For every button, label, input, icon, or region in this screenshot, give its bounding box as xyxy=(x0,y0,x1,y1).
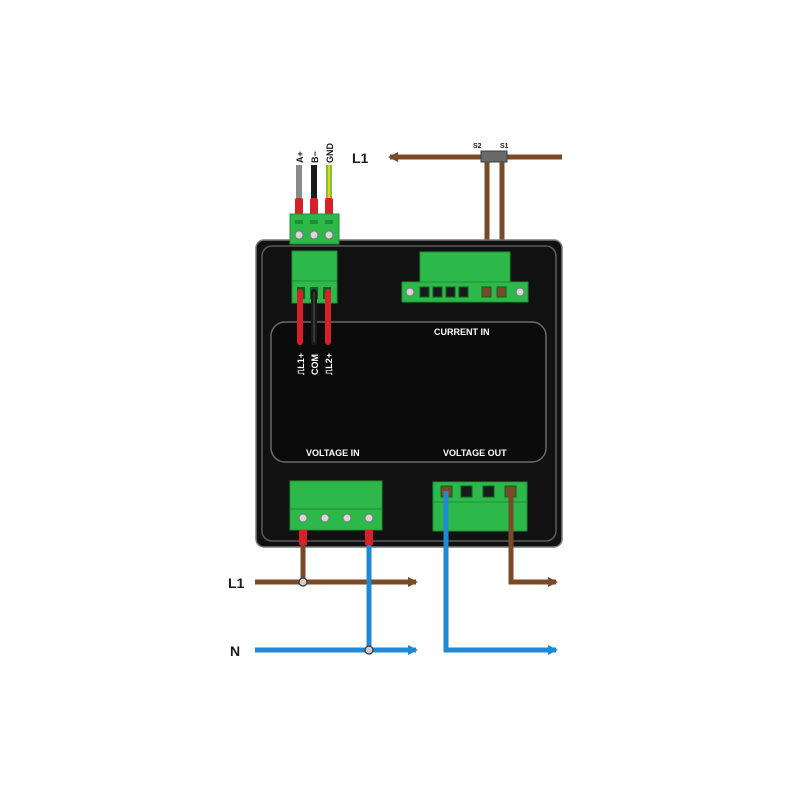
screw-icon xyxy=(324,230,334,240)
bottom-l1-label: L1 xyxy=(228,575,245,591)
voltage-out-label: VOLTAGE OUT xyxy=(443,448,507,458)
voltage-in-terminal xyxy=(289,480,383,531)
meter-bezel xyxy=(261,245,557,542)
b-minus-label: B− xyxy=(310,151,320,163)
screw-icon xyxy=(294,230,304,240)
current-slot-2 xyxy=(432,286,443,298)
screw-icon xyxy=(342,513,352,523)
top-l1-label: L1 xyxy=(352,150,369,166)
gnd-label: GND xyxy=(325,143,335,164)
screw-icon xyxy=(405,287,415,297)
a-plus-label: A+ xyxy=(295,151,305,163)
screw-icon xyxy=(309,230,319,240)
ferrule-gnd xyxy=(325,198,333,216)
comm-plug-slot-2 xyxy=(310,220,318,224)
screw-icon xyxy=(515,287,525,297)
comm-wires xyxy=(295,165,333,216)
comm-plug xyxy=(289,213,340,245)
voltage-in-lower xyxy=(289,508,383,531)
ferrule-vin-n xyxy=(365,530,373,545)
current-transformer xyxy=(480,150,508,163)
current-slot-4 xyxy=(458,286,469,298)
junction-icon xyxy=(298,577,308,587)
current-in-label: CURRENT IN xyxy=(434,327,490,337)
voltage-out-slot-2 xyxy=(460,485,473,498)
current-terminal-upper xyxy=(419,251,511,283)
pulse-symbol-icon: ⎍ xyxy=(324,368,334,375)
current-slot-1 xyxy=(419,286,430,298)
pulse-symbol-icon: ⎍ xyxy=(296,368,306,375)
bottom-n-label: N xyxy=(230,643,240,659)
ferrule-b-minus xyxy=(310,198,318,216)
current-slot-3 xyxy=(445,286,456,298)
meter-display-window xyxy=(270,321,547,463)
voltage-in-upper xyxy=(289,480,383,510)
screw-icon xyxy=(298,513,308,523)
current-in-terminal xyxy=(401,251,529,303)
l2-plus-label: ⎍L2+ xyxy=(324,353,334,375)
l1-plus-label: ⎍L1+ xyxy=(296,353,306,375)
screw-icon xyxy=(364,513,374,523)
comm-plug-slot-1 xyxy=(295,220,303,224)
voltage-out-slot-3 xyxy=(482,485,495,498)
junction-icon xyxy=(364,645,374,655)
screw-icon xyxy=(320,513,330,523)
l2-plus-text: L2+ xyxy=(324,353,334,369)
com-label: COM xyxy=(310,354,320,375)
voltage-in-label: VOLTAGE IN xyxy=(306,448,360,458)
vout-l1-conductor xyxy=(508,491,558,587)
current-slot-6 xyxy=(496,286,507,298)
current-slot-5 xyxy=(481,286,492,298)
pulse-terminal-upper xyxy=(291,250,338,282)
ferrule-a-plus xyxy=(295,198,303,216)
comm-plug-body xyxy=(289,213,340,245)
comm-plug-slot-3 xyxy=(325,220,333,224)
l1-plus-text: L1+ xyxy=(296,353,306,369)
s2-label: S2 xyxy=(473,143,482,150)
ferrule-vin-l1 xyxy=(299,530,307,545)
vout-n-conductor xyxy=(443,491,558,655)
s1-label: S1 xyxy=(500,143,509,150)
